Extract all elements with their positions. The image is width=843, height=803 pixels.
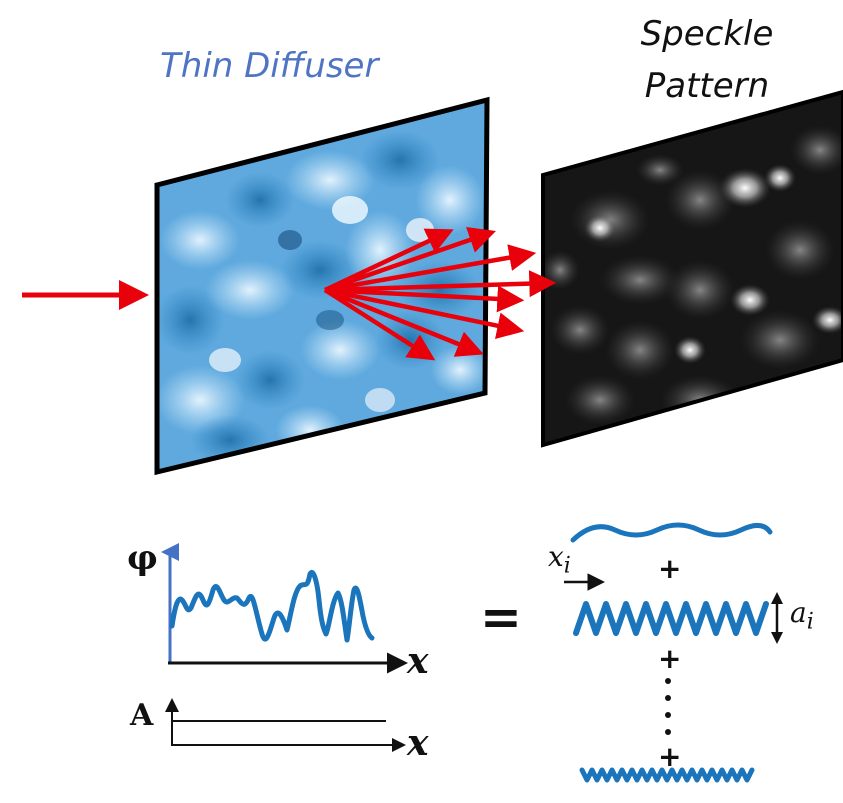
- diffuser-panel: [154, 96, 490, 476]
- diffuser-label: Thin Diffuser: [160, 46, 379, 86]
- shift-label-base: x: [548, 540, 564, 573]
- shift-label: xi: [548, 540, 571, 579]
- amplitude-label-base: a: [790, 596, 807, 629]
- amplitude-label-sub: i: [806, 609, 814, 635]
- amplitude-double-arrow: [771, 592, 783, 644]
- phase-ylabel: φ: [127, 538, 158, 578]
- amp-ylabel: A: [130, 698, 154, 733]
- amplitude-plot: [165, 698, 406, 752]
- scattered-rays: [323, 226, 557, 361]
- wave-low-frequency: [570, 522, 773, 543]
- shift-label-sub: i: [563, 553, 571, 579]
- plus-sign-1: +: [658, 552, 682, 585]
- plus-sign-2: +: [658, 642, 682, 675]
- phase-curve: [169, 570, 375, 643]
- plus-sign-3: +: [658, 740, 682, 773]
- amp-xlabel: x: [407, 722, 429, 764]
- phase-plot: [161, 543, 408, 674]
- wave-high-frequency: [579, 767, 755, 783]
- ellipsis-dots: [665, 678, 671, 735]
- speckle-label-line1: Speckle: [640, 14, 774, 54]
- speckle-label-line2: Pattern: [644, 66, 770, 106]
- wave-mid-frequency: [573, 601, 769, 636]
- equals-sign: =: [480, 588, 522, 646]
- speckle-panel: [541, 89, 843, 448]
- amplitude-label: ai: [790, 596, 814, 635]
- sinusoid-components: [570, 522, 773, 783]
- phase-xlabel: x: [407, 640, 429, 682]
- speckle-label: Speckle Pattern: [612, 8, 802, 112]
